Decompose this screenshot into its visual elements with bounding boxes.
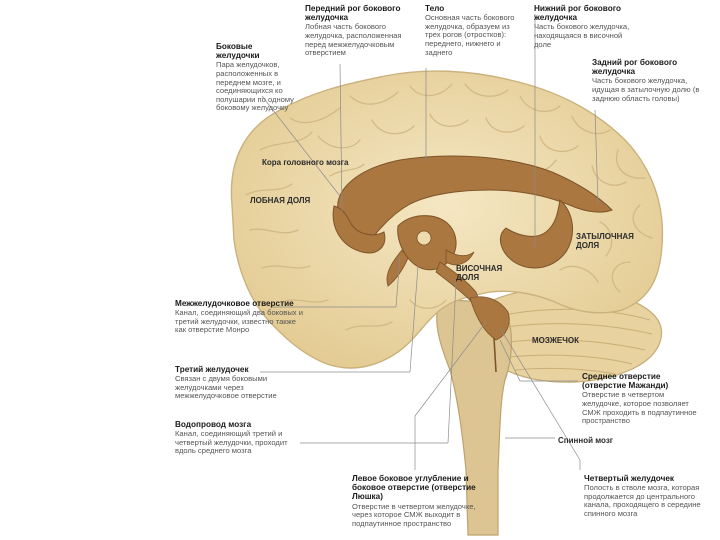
annotation-title: Левое боковое углубление и боковое отвер… (352, 474, 490, 502)
label-occipital-lobe-text: ЗАТЫЛОЧНАЯ ДОЛЯ (576, 232, 634, 250)
annotation-text: Канал, соединяющий третий и четвертый же… (175, 430, 303, 456)
annotation-lateral-ventricles: Боковые желудочки Пара желудочков, распо… (216, 42, 298, 113)
annotation-inferior-horn: Нижний рог бокового желудочка Часть боко… (534, 4, 640, 49)
label-spinal-cord: Спинной мозг (558, 436, 613, 445)
annotation-text: Пара желудочков, расположенных в передне… (216, 61, 298, 113)
annotation-posterior-horn: Задний рог бокового желудочка Часть боко… (592, 58, 704, 103)
annotation-text: Канал, соединяющий два боковых и третий … (175, 309, 303, 335)
annotation-text: Лобная часть бокового желудочка, располо… (305, 23, 405, 57)
annotation-title: Нижний рог бокового желудочка (534, 4, 640, 22)
annotation-text: Часть бокового желудочка, находящаяся в … (534, 23, 640, 49)
annotation-text: Часть бокового желудочка, идущая в затыл… (592, 77, 704, 103)
annotation-fourth-ventricle: Четвертый желудочек Полость в стволе моз… (584, 474, 706, 519)
annotation-text: Основная часть бокового желудочка, образ… (425, 14, 521, 57)
annotation-lateral-recess: Левое боковое углубление и боковое отвер… (352, 474, 490, 528)
label-temporal-lobe: ВИСОЧНАЯ ДОЛЯ (456, 264, 512, 282)
annotation-anterior-horn: Передний рог бокового желудочка Лобная ч… (305, 4, 405, 58)
label-occipital-lobe: ЗАТЫЛОЧНАЯ ДОЛЯ (576, 232, 636, 250)
annotation-interventricular-foramen: Межжелудочковое отверстие Канал, соединя… (175, 299, 303, 335)
label-temporal-lobe-text: ВИСОЧНАЯ ДОЛЯ (456, 264, 502, 282)
annotation-title: Межжелудочковое отверстие (175, 299, 303, 308)
annotation-title: Задний рог бокового желудочка (592, 58, 704, 76)
label-cerebellum: МОЗЖЕЧОК (532, 336, 579, 345)
annotation-median-aperture: Среднее отверстие (отверстие Мажанди) От… (582, 372, 704, 426)
label-cortex: Кора головного мозга (262, 158, 348, 167)
annotation-title: Среднее отверстие (отверстие Мажанди) (582, 372, 704, 390)
annotation-title: Тело (425, 4, 521, 13)
annotation-text: Связан с двумя боковыми желудочками чере… (175, 375, 303, 401)
annotation-title: Третий желудочек (175, 365, 303, 374)
annotation-title: Передний рог бокового желудочка (305, 4, 405, 22)
annotation-text: Полость в стволе мозга, которая продолжа… (584, 484, 706, 518)
annotation-title: Водопровод мозга (175, 420, 303, 429)
annotation-third-ventricle: Третий желудочек Связан с двумя боковыми… (175, 365, 303, 401)
annotation-text: Отверстие в четвертом желудочке, через к… (352, 503, 490, 529)
annotation-text: Отверстие в четвертом желудочке, которое… (582, 391, 704, 425)
interthalamic-adhesion (417, 231, 431, 245)
label-frontal-lobe: ЛОБНАЯ ДОЛЯ (250, 196, 310, 205)
annotation-aqueduct: Водопровод мозга Канал, соединяющий трет… (175, 420, 303, 456)
annotation-body: Тело Основная часть бокового желудочка, … (425, 4, 521, 57)
annotation-title: Четвертый желудочек (584, 474, 706, 483)
annotation-title: Боковые желудочки (216, 42, 298, 60)
